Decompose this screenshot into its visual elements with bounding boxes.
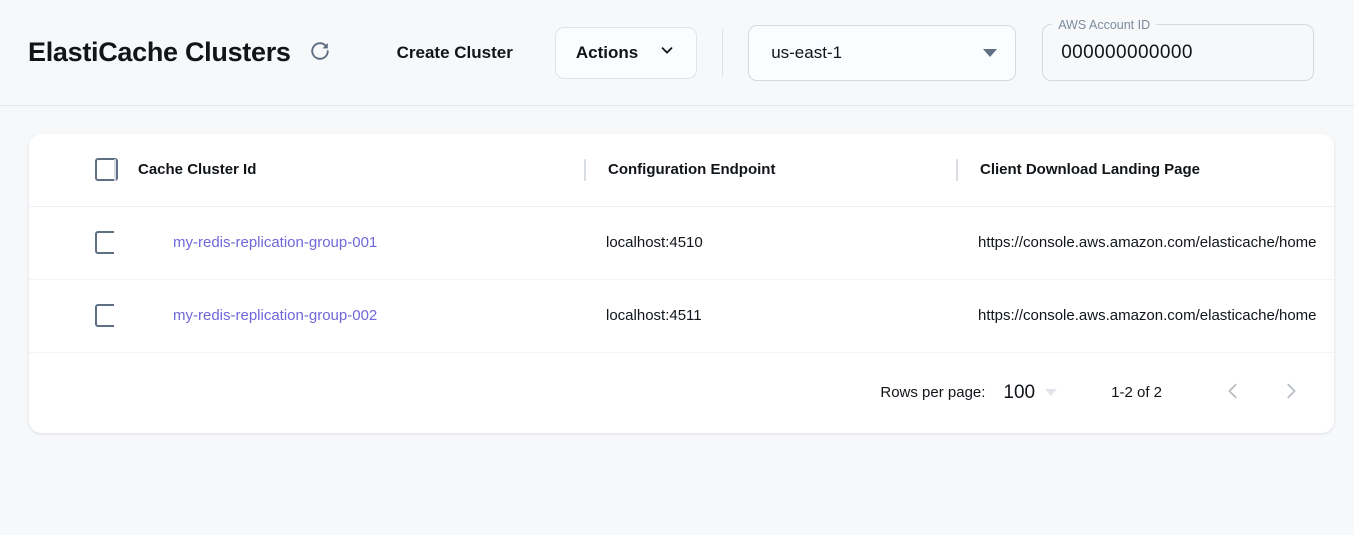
table-row[interactable]: my-redis-replication-group-002 localhost… (29, 279, 1334, 353)
cell-client-download-landing-page: https://console.aws.amazon.com/elasticac… (956, 279, 1334, 353)
aws-account-id-field[interactable]: AWS Account ID 000000000000 (1042, 18, 1315, 81)
caret-down-icon (983, 48, 998, 57)
row-select-cell (29, 279, 114, 353)
cell-cache-cluster-id: my-redis-replication-group-002 (114, 279, 584, 353)
previous-page-button[interactable] (1212, 372, 1254, 414)
table-header-row: Cache Cluster Id Configuration Endpoint … (29, 134, 1334, 207)
clusters-table: Cache Cluster Id Configuration Endpoint … (29, 134, 1334, 353)
configuration-endpoint-value: localhost:4510 (606, 234, 703, 251)
cell-configuration-endpoint: localhost:4511 (584, 279, 956, 353)
column-header-label: Cache Cluster Id (138, 161, 257, 179)
create-cluster-button[interactable]: Create Cluster (387, 35, 523, 71)
cell-cache-cluster-id: my-redis-replication-group-001 (114, 206, 584, 280)
column-divider (114, 158, 116, 181)
column-header-label: Client Download Landing Page (980, 161, 1201, 179)
column-header-cache-cluster-id[interactable]: Cache Cluster Id (114, 134, 584, 207)
column-divider (584, 158, 586, 181)
region-select[interactable]: us-east-1 (748, 24, 1017, 81)
chevron-left-icon (1222, 380, 1244, 405)
refresh-icon (309, 40, 331, 65)
column-divider (956, 158, 958, 181)
configuration-endpoint-value: localhost:4511 (606, 307, 702, 324)
cell-configuration-endpoint: localhost:4510 (584, 206, 956, 280)
table-header: Cache Cluster Id Configuration Endpoint … (29, 134, 1334, 207)
cluster-id-link[interactable]: my-redis-replication-group-002 (173, 307, 378, 324)
table-body: my-redis-replication-group-001 localhost… (29, 206, 1334, 353)
actions-button-label: Actions (575, 42, 639, 62)
column-header-client-download-landing-page[interactable]: Client Download Landing Page (956, 134, 1334, 207)
row-checkbox[interactable] (95, 231, 114, 254)
table-row[interactable]: my-redis-replication-group-001 localhost… (29, 206, 1334, 280)
title-group: ElastiCache Clusters (28, 37, 335, 68)
aws-account-id-value: 000000000000 (1061, 41, 1193, 63)
row-checkbox[interactable] (95, 304, 114, 327)
clusters-card: Cache Cluster Id Configuration Endpoint … (29, 134, 1334, 433)
landing-page-url: https://console.aws.amazon.com/elasticac… (978, 234, 1317, 251)
cluster-id-link[interactable]: my-redis-replication-group-001 (173, 234, 378, 251)
next-page-button[interactable] (1270, 372, 1312, 414)
rows-per-page-select[interactable]: 100 (1003, 381, 1058, 404)
row-select-cell (29, 206, 114, 280)
content-area: Cache Cluster Id Configuration Endpoint … (0, 106, 1354, 433)
page-header: ElastiCache Clusters Create Cluster Acti… (0, 0, 1354, 106)
select-all-header-cell (29, 134, 118, 207)
landing-page-url: https://console.aws.amazon.com/elasticac… (978, 307, 1317, 324)
column-header-label: Configuration Endpoint (608, 161, 776, 179)
refresh-button[interactable] (305, 38, 335, 68)
region-select-value: us-east-1 (771, 42, 843, 62)
caret-down-icon (1045, 389, 1058, 396)
pagination-range-label: 1-2 of 2 (1111, 384, 1162, 401)
table-pagination: Rows per page: 100 1-2 of 2 (29, 353, 1334, 433)
chevron-right-icon (1280, 380, 1302, 405)
chevron-down-icon (658, 41, 676, 64)
column-header-configuration-endpoint[interactable]: Configuration Endpoint (584, 134, 956, 207)
cell-client-download-landing-page: https://console.aws.amazon.com/elasticac… (956, 206, 1334, 280)
page-title: ElastiCache Clusters (28, 37, 291, 67)
rows-per-page-label: Rows per page: (880, 384, 986, 401)
rows-per-page-value: 100 (1003, 381, 1036, 403)
actions-button[interactable]: Actions (554, 26, 698, 79)
header-divider (722, 28, 724, 77)
